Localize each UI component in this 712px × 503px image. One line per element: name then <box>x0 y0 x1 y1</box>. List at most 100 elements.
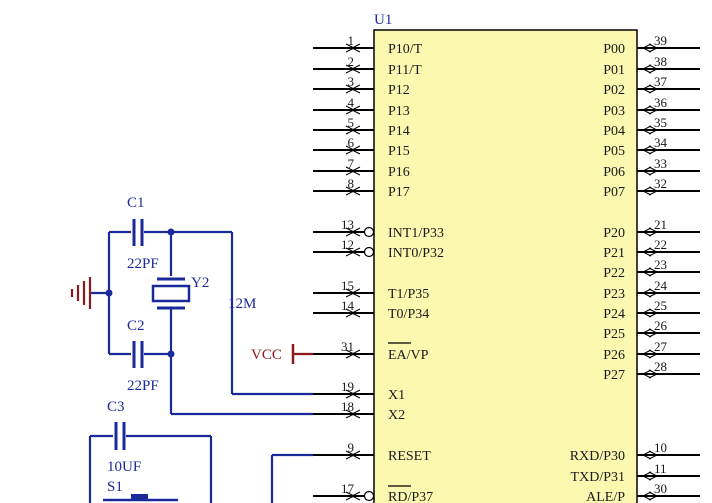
pin-number: 13 <box>341 217 354 232</box>
pin-label: P07 <box>603 185 625 200</box>
pin-marker <box>641 125 652 135</box>
pin-label: P00 <box>603 42 625 57</box>
pin-marker <box>648 450 659 460</box>
c1-ref-label: C1 <box>127 195 145 211</box>
pin-marker <box>345 145 356 155</box>
pin-marker <box>345 84 356 94</box>
pin-number: 33 <box>654 156 667 171</box>
vcc-label: VCC <box>251 347 282 363</box>
pin-marker <box>641 105 652 115</box>
crystal-junction-bottom <box>167 350 175 358</box>
pin-marker <box>648 369 659 379</box>
pin-label: P02 <box>603 83 625 98</box>
right-pin-group: 39P0038P0137P0236P0335P0434P0533P0632P07… <box>570 33 700 503</box>
pin-marker <box>350 491 361 501</box>
pin-label: EA/VP <box>388 348 429 363</box>
pin-marker <box>648 247 659 257</box>
pin-label: P24 <box>603 307 625 322</box>
pin-marker <box>641 64 652 74</box>
pin-marker <box>350 308 361 318</box>
pin-label: P21 <box>603 246 625 261</box>
pin-marker <box>350 145 361 155</box>
pin-label: P01 <box>603 63 625 78</box>
pin-marker <box>350 43 361 53</box>
pin-marker <box>648 186 659 196</box>
pin-marker <box>345 105 356 115</box>
ground-icon <box>70 277 92 309</box>
chip-u1-body[interactable] <box>373 29 638 503</box>
pin-number: 26 <box>654 318 668 333</box>
pin-marker <box>345 491 356 501</box>
pin-marker <box>345 288 356 298</box>
pin-marker <box>648 166 659 176</box>
pin-marker <box>345 247 356 257</box>
switch-button[interactable] <box>131 494 148 501</box>
inversion-bubble <box>363 226 375 238</box>
crystal-value-label: 12M <box>228 296 256 312</box>
pin-marker <box>350 166 361 176</box>
pin-marker <box>648 64 659 74</box>
pin-number: 38 <box>654 54 667 69</box>
c3-ref-label: C3 <box>107 399 125 415</box>
pin-number: 31 <box>341 339 354 354</box>
c2-value-label: 22PF <box>127 378 159 394</box>
pin-number: 35 <box>654 115 667 130</box>
pin-number: 5 <box>348 115 355 130</box>
pin-label: P14 <box>388 124 410 139</box>
inversion-bubble <box>363 246 375 258</box>
inversion-bubble <box>363 490 375 502</box>
pin-marker <box>345 349 356 359</box>
pin-marker <box>648 43 659 53</box>
pin-marker <box>350 64 361 74</box>
pin-label: P03 <box>603 104 625 119</box>
pin-marker <box>648 328 659 338</box>
c3-value-label: 10UF <box>107 459 141 475</box>
pin-label: X1 <box>388 388 405 403</box>
pin-number: 6 <box>348 135 355 150</box>
pin-number: 3 <box>348 74 355 89</box>
pin-number: 1 <box>348 33 355 48</box>
pin-label: RXD/P30 <box>570 449 625 464</box>
pin-marker <box>648 105 659 115</box>
pin-marker <box>350 389 361 399</box>
pin-marker <box>641 247 652 257</box>
pin-marker <box>350 288 361 298</box>
